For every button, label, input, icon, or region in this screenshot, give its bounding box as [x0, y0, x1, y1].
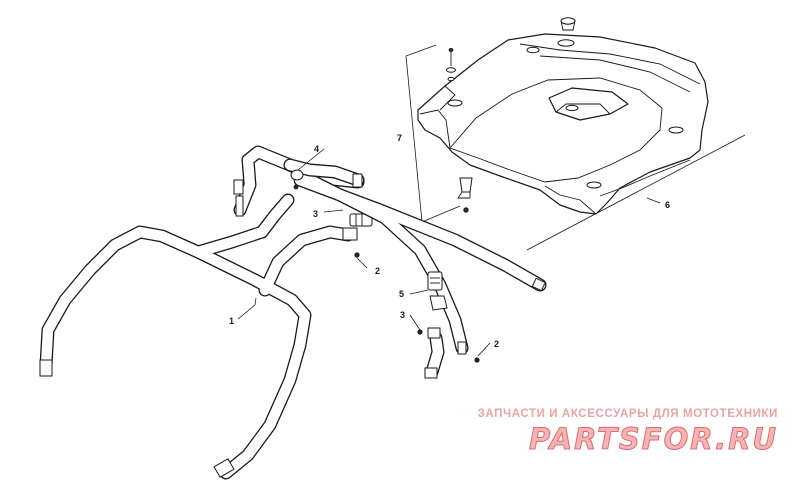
callout-7: 7	[397, 133, 402, 143]
watermark-tagline: ЗАПЧАСТИ И АКСЕССУАРЫ ДЛЯ МОТОТЕХНИКИ	[477, 408, 778, 420]
callout-2-lower: 2	[494, 339, 499, 349]
callout-4: 4	[314, 144, 319, 154]
callout-3-upper: 3	[313, 209, 318, 219]
leader-lines	[237, 148, 491, 357]
callout-6: 6	[665, 200, 670, 210]
callout-3-lower: 3	[400, 310, 405, 320]
callout-2-upper: 2	[375, 266, 380, 276]
top-rear-tube	[283, 158, 365, 190]
roof-panel	[417, 17, 709, 215]
lower-mount-bracket	[417, 327, 480, 379]
callout-5: 5	[399, 289, 404, 299]
callout-1: 1	[229, 316, 234, 326]
callout-bracket-6	[526, 134, 746, 251]
callout-bracket-7	[405, 44, 461, 223]
right-side-tube	[293, 168, 547, 355]
watermark: ЗАПЧАСТИ И АКСЕССУАРЫ ДЛЯ МОТОТЕХНИКИ PA…	[477, 408, 778, 457]
roll-cage-frame	[39, 145, 373, 480]
watermark-logo: PARTSFOR.RU	[529, 422, 778, 457]
